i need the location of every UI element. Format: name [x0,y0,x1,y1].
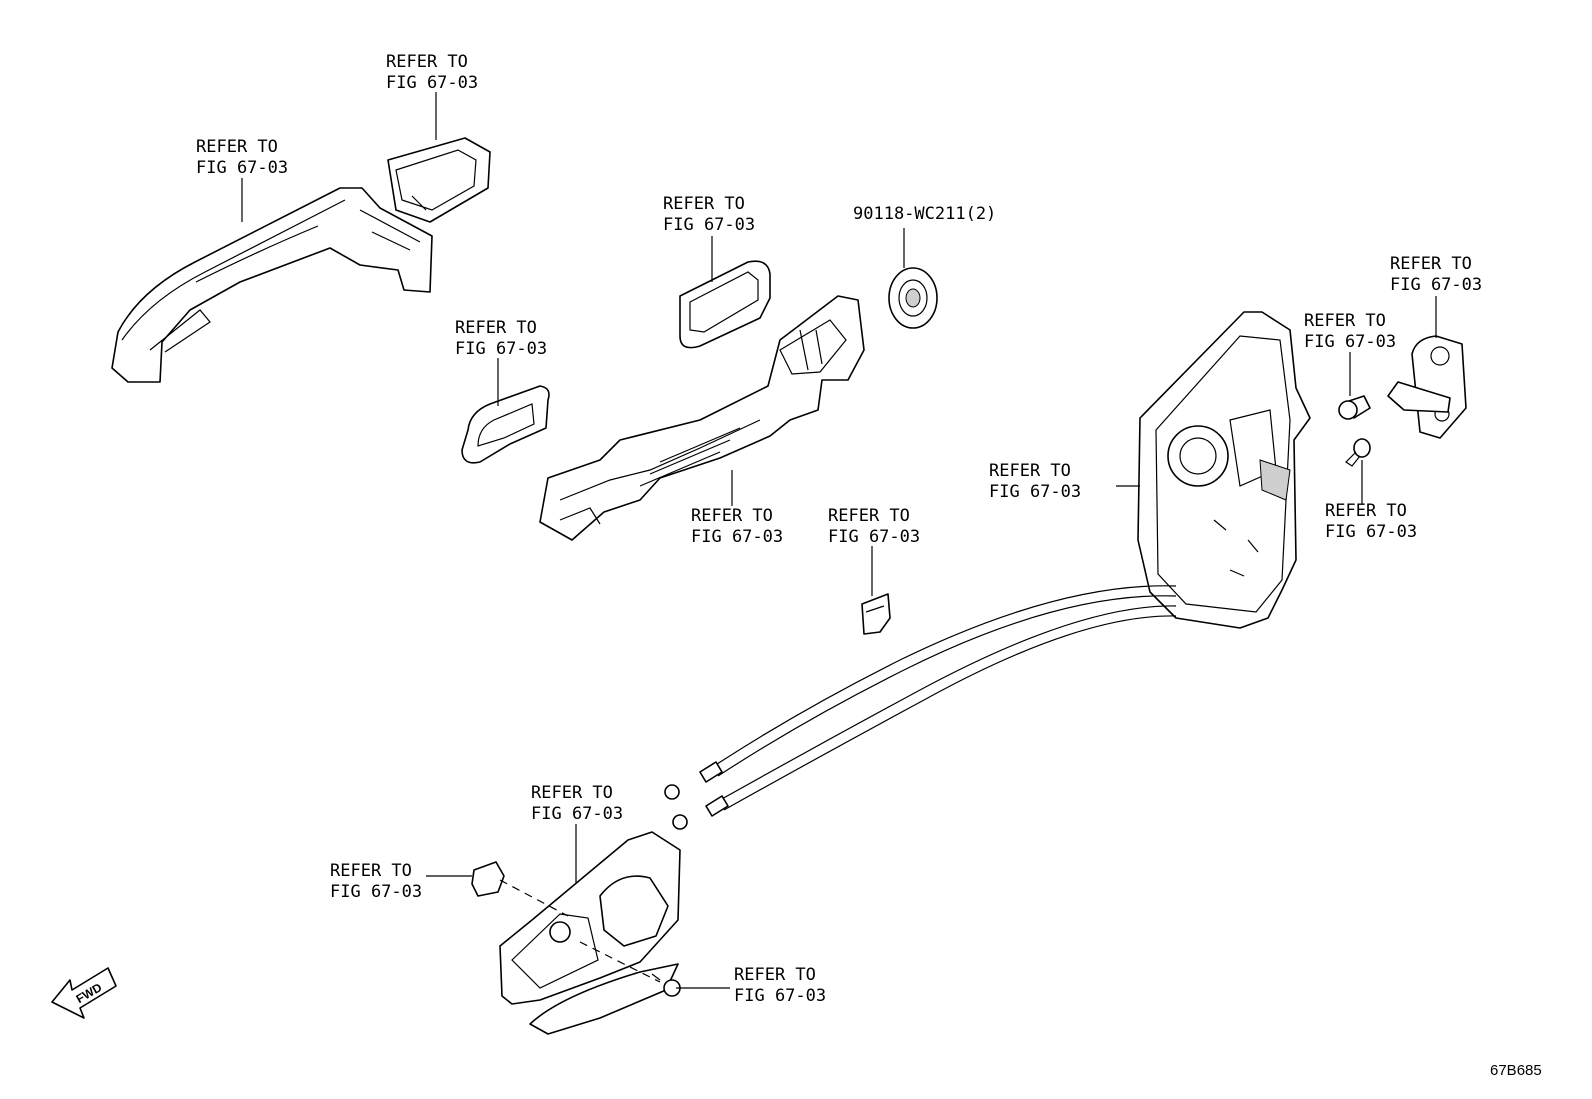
callout-line1: REFER TO [989,461,1071,481]
door-lock-assembly[interactable] [1137,311,1311,629]
callout-line2: FIG 67-03 [828,527,921,547]
callout-line1: REFER TO [531,783,613,803]
callout-line2: FIG 67-03 [989,482,1082,502]
callout-line2: FIG 67-03 [1325,522,1418,542]
callout-line1: REFER TO [386,52,468,72]
callout-line2: FIG 67-03 [691,527,784,547]
striker[interactable] [1387,335,1467,439]
frame-gasket[interactable] [679,260,771,349]
fwd-arrow-icon: FWD [51,967,117,1019]
handle-cap[interactable] [471,861,505,897]
handle-cover[interactable] [387,137,491,223]
callout-line2: FIG 67-03 [1304,332,1397,352]
inside-handle[interactable] [499,831,681,1035]
leader-lines [241,92,1437,989]
callout-line2: FIG 67-03 [330,882,423,902]
callout-line1: REFER TO [196,137,278,157]
callout-line1: REFER TO [455,318,537,338]
callout-line2: FIG 67-03 [455,339,548,359]
callout-line1: REFER TO [1390,254,1472,274]
callout-line2: FIG 67-03 [196,158,289,178]
callout-line2: FIG 67-03 [663,215,756,235]
callout-line2: FIG 67-03 [386,73,479,93]
callout-line1: REFER TO [734,965,816,985]
control-cables[interactable] [664,585,1177,830]
screw-lower[interactable] [1345,438,1371,467]
cable-clip[interactable] [861,593,891,635]
callout-line2: FIG 67-03 [531,804,624,824]
grommet-90118[interactable] [888,267,938,329]
handle-gasket[interactable] [461,385,550,464]
handle-frame[interactable] [539,295,865,541]
callout-line1: REFER TO [1304,311,1386,331]
callout-line1: REFER TO [330,861,412,881]
callout-line1: REFER TO [828,506,910,526]
screw-upper[interactable] [1338,395,1371,420]
callout-line1: REFER TO [1325,501,1407,521]
guide-lines [499,879,661,983]
diagram-code: 67B685 [1490,1062,1542,1079]
callout-line2: FIG 67-03 [734,986,827,1006]
callout-line1: REFER TO [663,194,745,214]
outside-handle[interactable] [111,187,433,383]
part-number-label: 90118-WC211(2) [853,204,997,224]
callout-line1: REFER TO [691,506,773,526]
callout-line2: FIG 67-03 [1390,275,1483,295]
